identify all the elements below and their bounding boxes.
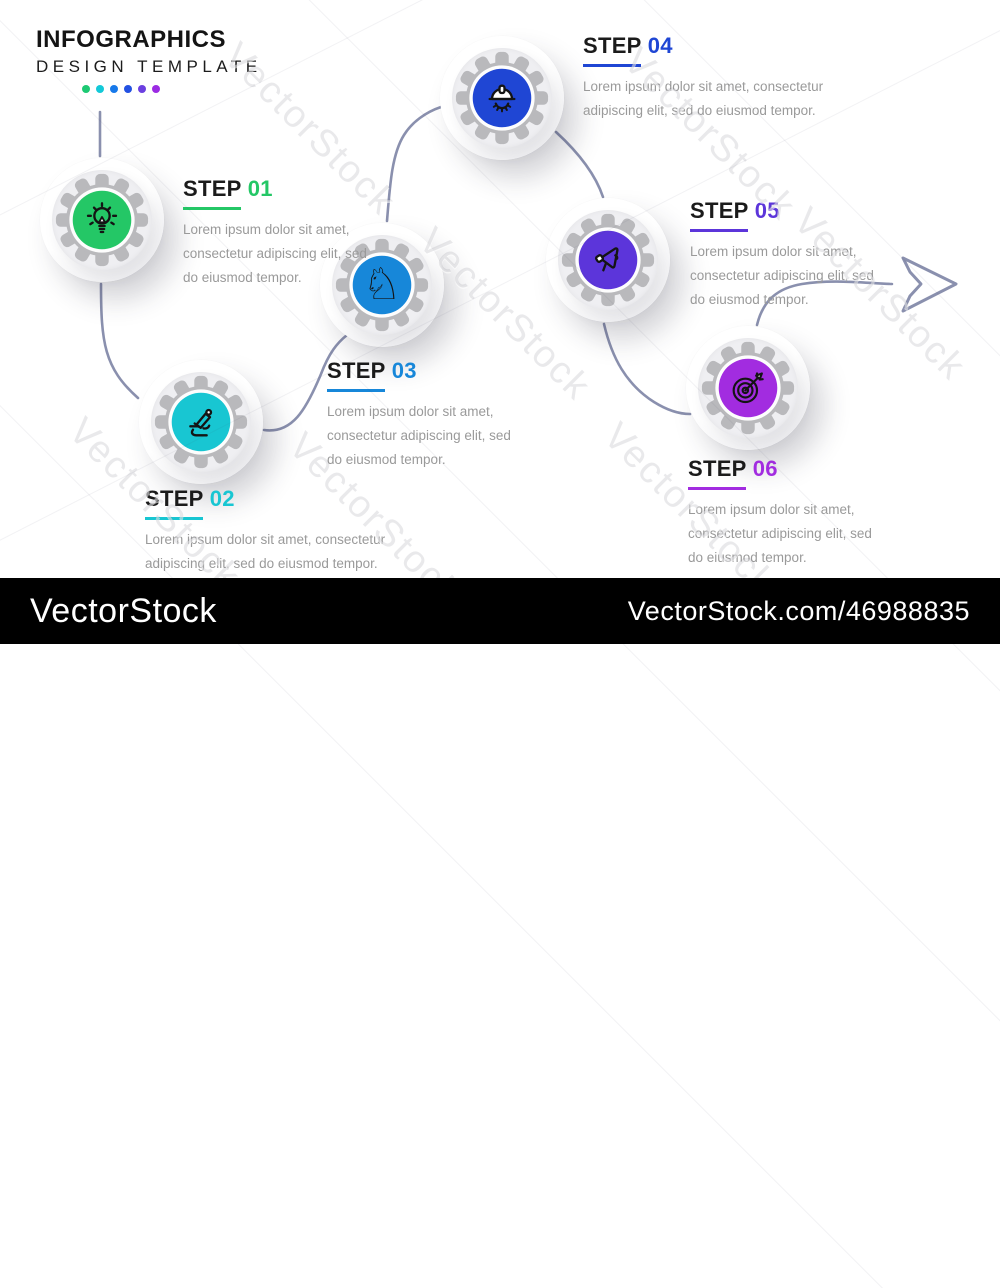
step-label: STEP — [688, 456, 747, 481]
step-5-node — [546, 198, 670, 322]
color-dots — [82, 85, 262, 93]
step-number: 06 — [752, 456, 778, 481]
step-6-node — [686, 326, 810, 450]
dot-violet — [152, 85, 160, 93]
accent-underline — [145, 517, 203, 520]
step-label: STEP — [327, 358, 386, 383]
vectorstock-logo: VectorStock — [30, 591, 217, 630]
header: INFOGRAPHICS DESIGN TEMPLATE — [36, 26, 262, 93]
target-icon — [732, 372, 764, 404]
chess-knight-icon: ♘ — [362, 258, 402, 310]
gear-icon — [335, 238, 429, 332]
step-label: STEP — [145, 486, 204, 511]
step-4-text: STEP 04 Lorem ipsum dolor sit amet, cons… — [583, 33, 849, 123]
step-3-node: ♘ — [320, 223, 444, 347]
step-2-body: Lorem ipsum dolor sit amet, consectetur … — [145, 532, 386, 571]
step-number: 04 — [647, 33, 673, 58]
megaphone-icon — [594, 247, 619, 272]
footer-bar: VectorStock VectorStock.com/46988835 — [0, 578, 1000, 644]
step-5-title: STEP 05 — [690, 198, 886, 224]
step-2-text: STEP 02 Lorem ipsum dolor sit amet, cons… — [145, 486, 411, 576]
dot-royal — [124, 85, 132, 93]
dot-cyan — [96, 85, 104, 93]
step-4-node — [440, 36, 564, 160]
step-4-title: STEP 04 — [583, 33, 849, 59]
step-5-text: STEP 05 Lorem ipsum dolor sit amet, cons… — [690, 198, 886, 312]
gear-icon — [154, 375, 248, 469]
lightbulb-icon — [86, 202, 118, 234]
step-number: 05 — [754, 198, 780, 223]
gear-icon — [561, 213, 655, 307]
dot-green — [82, 85, 90, 93]
step-1-title: STEP 01 — [183, 176, 379, 202]
page-subtitle: DESIGN TEMPLATE — [36, 57, 262, 76]
step-6-text: STEP 06 Lorem ipsum dolor sit amet, cons… — [688, 456, 884, 570]
page-title: INFOGRAPHICS — [36, 26, 227, 53]
step-3-text: STEP 03 Lorem ipsum dolor sit amet, cons… — [327, 358, 523, 472]
step-1-node — [40, 158, 164, 282]
step-number: 02 — [209, 486, 235, 511]
step-6-title: STEP 06 — [688, 456, 884, 482]
microscope-icon — [189, 408, 213, 437]
step-number: 01 — [247, 176, 273, 201]
step-4-body: Lorem ipsum dolor sit amet, consectetur … — [583, 79, 824, 118]
step-1-text: STEP 01 Lorem ipsum dolor sit amet, cons… — [183, 176, 379, 290]
step-label: STEP — [690, 198, 749, 223]
gear-icon — [55, 173, 149, 267]
step-label: STEP — [583, 33, 642, 58]
dot-purple — [138, 85, 146, 93]
step-2-node — [139, 360, 263, 484]
step-3-body: Lorem ipsum dolor sit amet, consectetur … — [327, 404, 511, 467]
arrow-icon — [901, 256, 958, 313]
step-3-title: STEP 03 — [327, 358, 523, 384]
step-6-body: Lorem ipsum dolor sit amet, consectetur … — [688, 502, 872, 565]
step-1-body: Lorem ipsum dolor sit amet, consectetur … — [183, 222, 367, 285]
accent-underline — [183, 207, 241, 210]
connector-path — [98, 105, 958, 432]
step-5-body: Lorem ipsum dolor sit amet, consectetur … — [690, 244, 874, 307]
accent-underline — [688, 487, 746, 490]
timeline-curve — [98, 105, 894, 432]
dot-blue — [110, 85, 118, 93]
step-2-title: STEP 02 — [145, 486, 411, 512]
accent-underline — [583, 64, 641, 67]
step-number: 03 — [391, 358, 417, 383]
hard-hat-icon — [488, 84, 516, 113]
footer-credit-link[interactable]: VectorStock.com/46988835 — [627, 595, 970, 626]
accent-underline — [690, 229, 748, 232]
accent-underline — [327, 389, 385, 392]
step-label: STEP — [183, 176, 242, 201]
